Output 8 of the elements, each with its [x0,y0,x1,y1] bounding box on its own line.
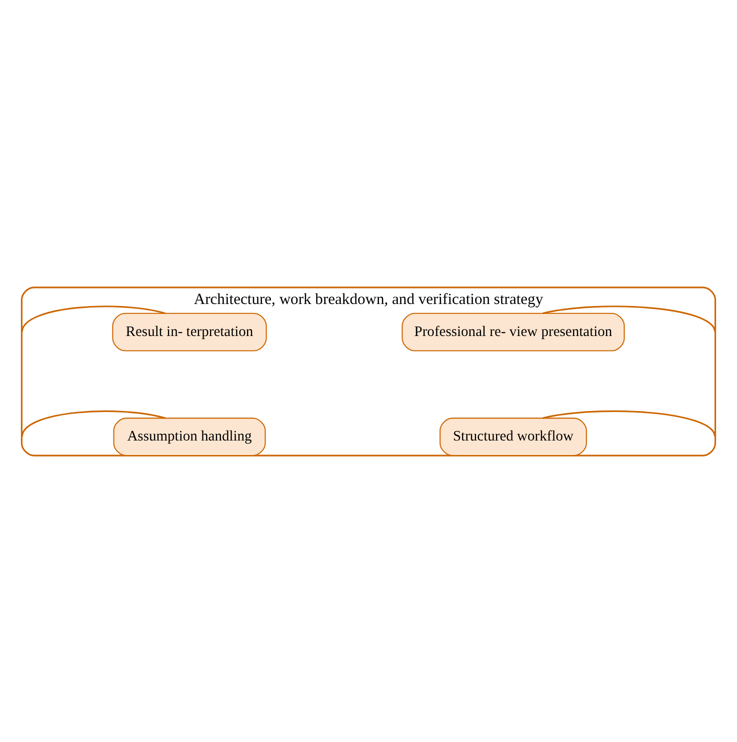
connector [542,305,716,332]
connector [21,305,166,332]
node-box: Assumption handling [113,417,266,456]
node-box: Professional re- view presentation [402,312,625,351]
connector [21,410,166,436]
connector [542,410,716,436]
node-box: Structured workflow [440,417,587,456]
node-box: Result in- terpretation [112,312,267,351]
